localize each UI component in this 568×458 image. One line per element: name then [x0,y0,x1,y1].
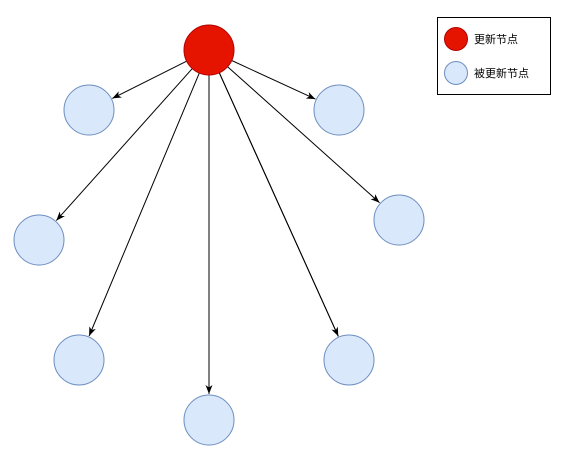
legend-swatch-updated-node [444,61,468,85]
legend: 更新节点 被更新节点 [437,17,551,95]
updated-node-n7 [323,334,375,386]
legend-swatch-update-node [444,27,468,51]
updated-node-n6 [183,394,235,446]
updated-node-n2 [313,84,365,136]
legend-item-updated-node: 被更新节点 [444,60,529,86]
edge-root-n5-arrow [88,72,200,337]
edge-root-n8-line [218,72,339,337]
updated-node-n5 [53,334,105,386]
nodes-layer [13,24,425,446]
edge-root-n3-arrow [55,68,193,221]
edge-root-n1-arrow [112,60,187,99]
edges-layer [55,60,380,394]
edge-root-n2-arrow [231,60,316,100]
updated-node-n3 [13,214,65,266]
legend-item-update-node: 更新节点 [444,26,518,52]
edge-root-n4-arrow [227,66,380,204]
updated-node-n1 [63,84,115,136]
legend-label-updated-node: 被更新节点 [474,67,529,80]
update-node-root [183,24,235,76]
updated-node-n4 [373,194,425,246]
legend-label-update-node: 更新节点 [474,33,518,46]
